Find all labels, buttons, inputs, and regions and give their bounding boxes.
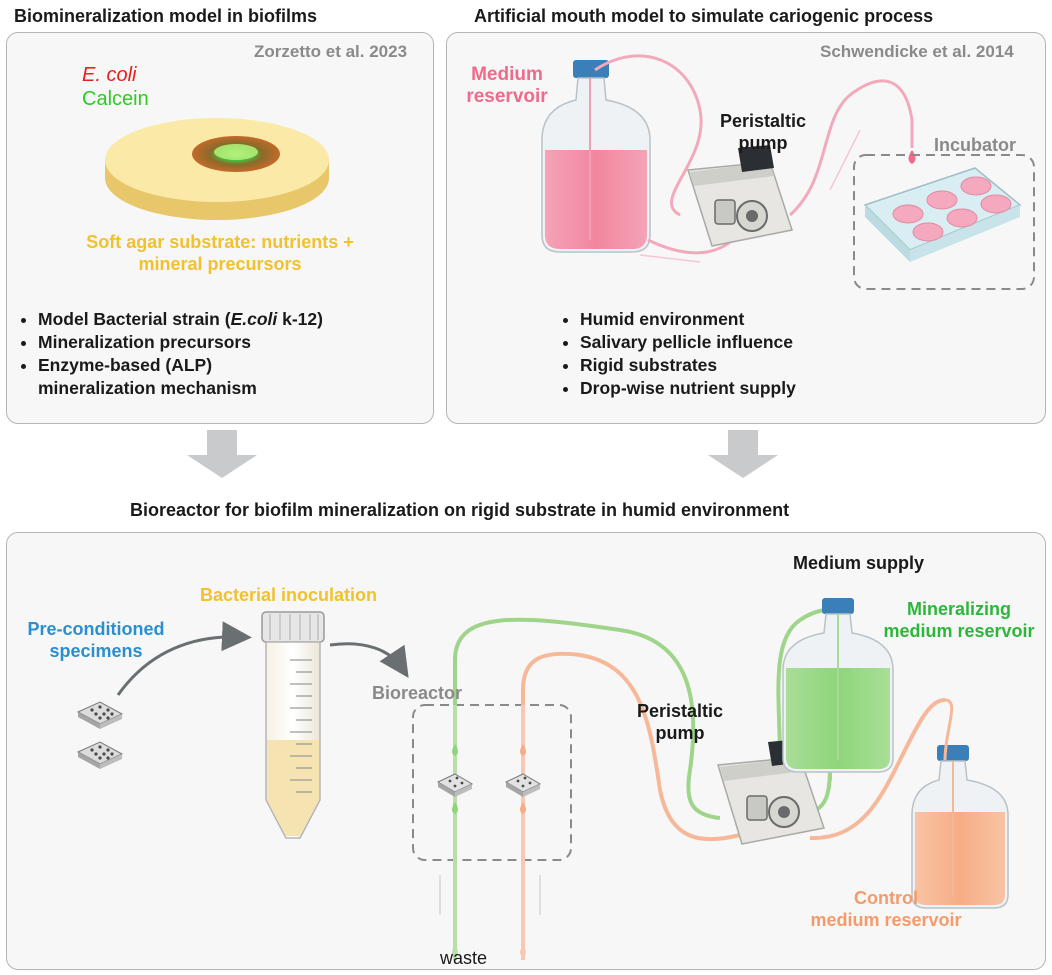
citation-zorzetto: Zorzetto et al. 2023 <box>254 42 408 61</box>
legend-ecoli-label: E. coli <box>82 64 137 86</box>
orange-tubing <box>521 651 946 842</box>
bullet-dropwise-supply: Drop-wise nutrient supply <box>580 377 1036 400</box>
bacterial-inoculation-label: Bacterial inoculation <box>200 585 378 605</box>
title-biomineralization: Biomineralization model in biofilms <box>14 6 318 26</box>
citation-schwendicke: Schwendicke et al. 2014 <box>820 42 1014 61</box>
title-bioreactor: Bioreactor for biofilm mineralization on… <box>130 500 790 520</box>
bullet-humid-environment: Humid environment <box>580 308 1036 331</box>
legend-ecoli: E. coli <box>82 64 136 87</box>
substrate-caption-line2: mineral precursors <box>138 254 302 274</box>
falcon-tube <box>261 611 325 839</box>
incubator-label: Incubator <box>934 135 1017 155</box>
title-artificial-mouth: Artificial mouth model to simulate cario… <box>474 6 934 26</box>
bullet-list-left: Model Bacterial strain (E.coli k-12) Min… <box>14 308 424 400</box>
control-medium-bottle <box>911 745 1009 909</box>
down-arrow-right <box>708 430 778 478</box>
bullet-bacterial-strain: Model Bacterial strain (E.coli k-12) <box>38 308 424 331</box>
substrate-caption-line1: Soft agar substrate: nutrients + <box>86 232 354 252</box>
peristaltic-pump-top <box>687 145 793 247</box>
bioreactor-specimens <box>436 773 542 797</box>
agar-disc <box>105 118 329 220</box>
medium-reservoir-bottle <box>541 60 651 253</box>
bioreactor-label: Bioreactor <box>372 683 463 703</box>
bullet-salivary-pellicle: Salivary pellicle influence <box>580 331 1036 354</box>
mineralizing-medium-bottle <box>782 598 894 773</box>
arrow-to-bioreactor <box>329 642 409 678</box>
waste-label: waste <box>440 948 488 968</box>
bullet-list-right: Humid environment Salivary pellicle infl… <box>556 308 1036 400</box>
bullet-rigid-substrates: Rigid substrates <box>580 354 1036 377</box>
specimen-chips <box>76 701 124 769</box>
panel-biomineralization <box>6 32 434 424</box>
substrate-caption: Soft agar substrate: nutrients + mineral… <box>20 231 420 275</box>
legend-calcein: Calcein <box>82 88 149 111</box>
pink-flow-arrows <box>639 129 861 263</box>
orange-to-control <box>943 698 954 761</box>
waste-flow-arrows <box>439 875 541 915</box>
drops <box>452 744 526 957</box>
bullet-enzyme-continuation: mineralization mechanism <box>38 378 257 398</box>
bioreactor-box <box>412 704 572 861</box>
bullet-enzyme-based: Enzyme-based (ALP) <box>38 354 424 377</box>
legend-calcein-label: Calcein <box>82 88 149 110</box>
down-arrow-left <box>187 430 257 478</box>
bullet-mineralization-precursors: Mineralization precursors <box>38 331 424 354</box>
incubator-box <box>853 154 1035 290</box>
well-plate <box>863 167 1022 262</box>
arrow-to-tube <box>116 621 252 696</box>
pink-drop <box>908 150 916 164</box>
medium-supply-label: Medium supply <box>793 553 925 573</box>
